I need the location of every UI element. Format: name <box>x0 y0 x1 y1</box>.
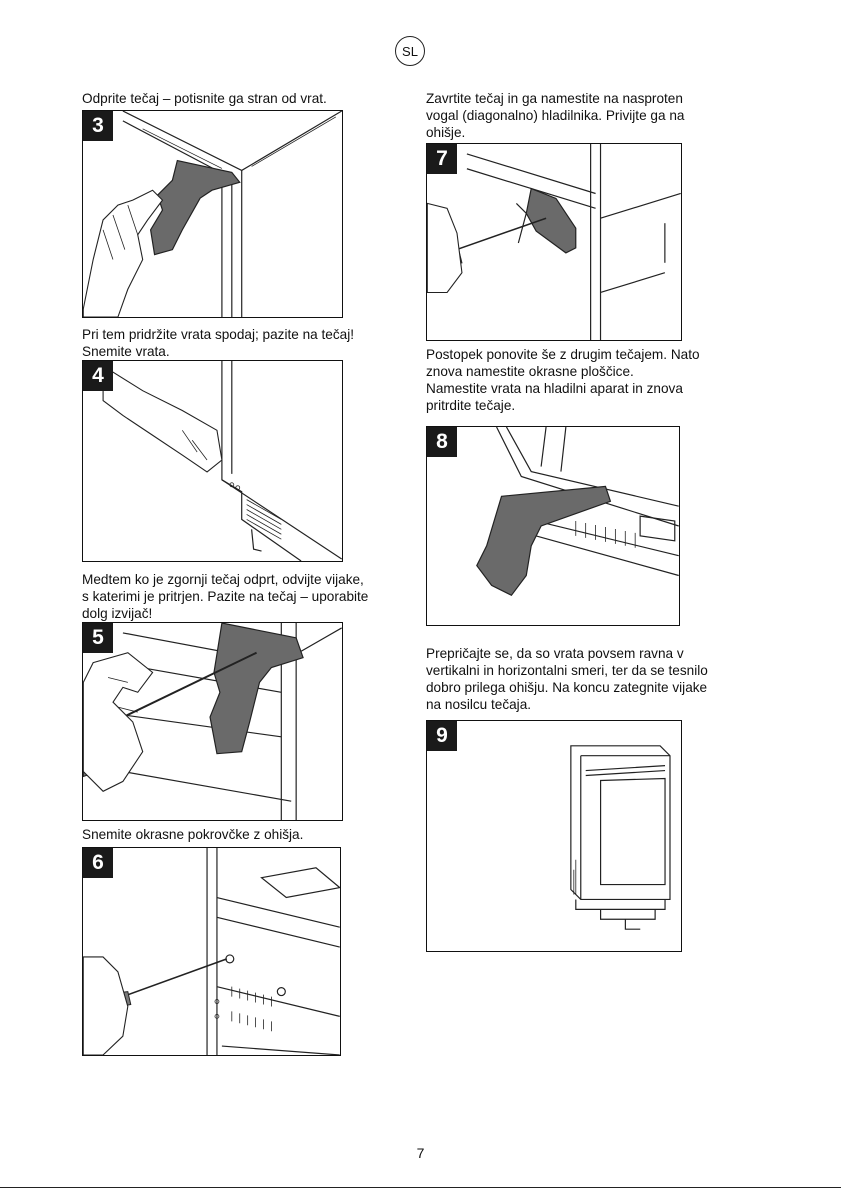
hinge-open-illustration <box>83 111 342 317</box>
step-3-badge: 3 <box>83 111 113 141</box>
step-6-badge: 6 <box>83 848 113 878</box>
step-9-caption: Prepričajte se, da so vrata povsem ravna… <box>426 645 708 713</box>
language-badge: SL <box>395 36 425 66</box>
step-6-figure: 6 <box>82 847 341 1056</box>
step-9-figure: 9 <box>426 720 682 952</box>
finished-fridge-illustration <box>427 721 681 951</box>
step-7-caption: Zavrtite tečaj in ga namestite na naspro… <box>426 90 684 141</box>
remove-caps-illustration <box>83 848 340 1055</box>
step-5-badge: 5 <box>83 623 113 653</box>
step-8-figure: 8 <box>426 426 680 626</box>
step-8-badge: 8 <box>427 427 457 457</box>
step-4-figure: 4 <box>82 360 343 562</box>
step-5-caption: Medtem ko je zgornji tečaj odprt, odvijt… <box>82 571 368 622</box>
step-4-badge: 4 <box>83 361 113 391</box>
step-5-figure: 5 <box>82 622 343 821</box>
step-6-caption: Snemite okrasne pokrovčke z ohišja. <box>82 826 303 843</box>
reattach-hinge-illustration <box>427 144 681 340</box>
install-door-illustration <box>427 427 679 625</box>
unscrew-hinge-illustration <box>83 623 342 820</box>
page-number: 7 <box>0 1145 841 1161</box>
step-3-figure: 3 <box>82 110 343 318</box>
remove-door-illustration <box>83 361 342 561</box>
step-9-badge: 9 <box>427 721 457 751</box>
bottom-rule <box>0 1187 841 1188</box>
step-3-caption: Odprite tečaj – potisnite ga stran od vr… <box>82 90 327 107</box>
step-7-figure: 7 <box>426 143 682 341</box>
step-4-caption: Pri tem pridržite vrata spodaj; pazite n… <box>82 326 354 360</box>
step-8-caption: Postopek ponovite še z drugim tečajem. N… <box>426 346 700 414</box>
step-7-badge: 7 <box>427 144 457 174</box>
